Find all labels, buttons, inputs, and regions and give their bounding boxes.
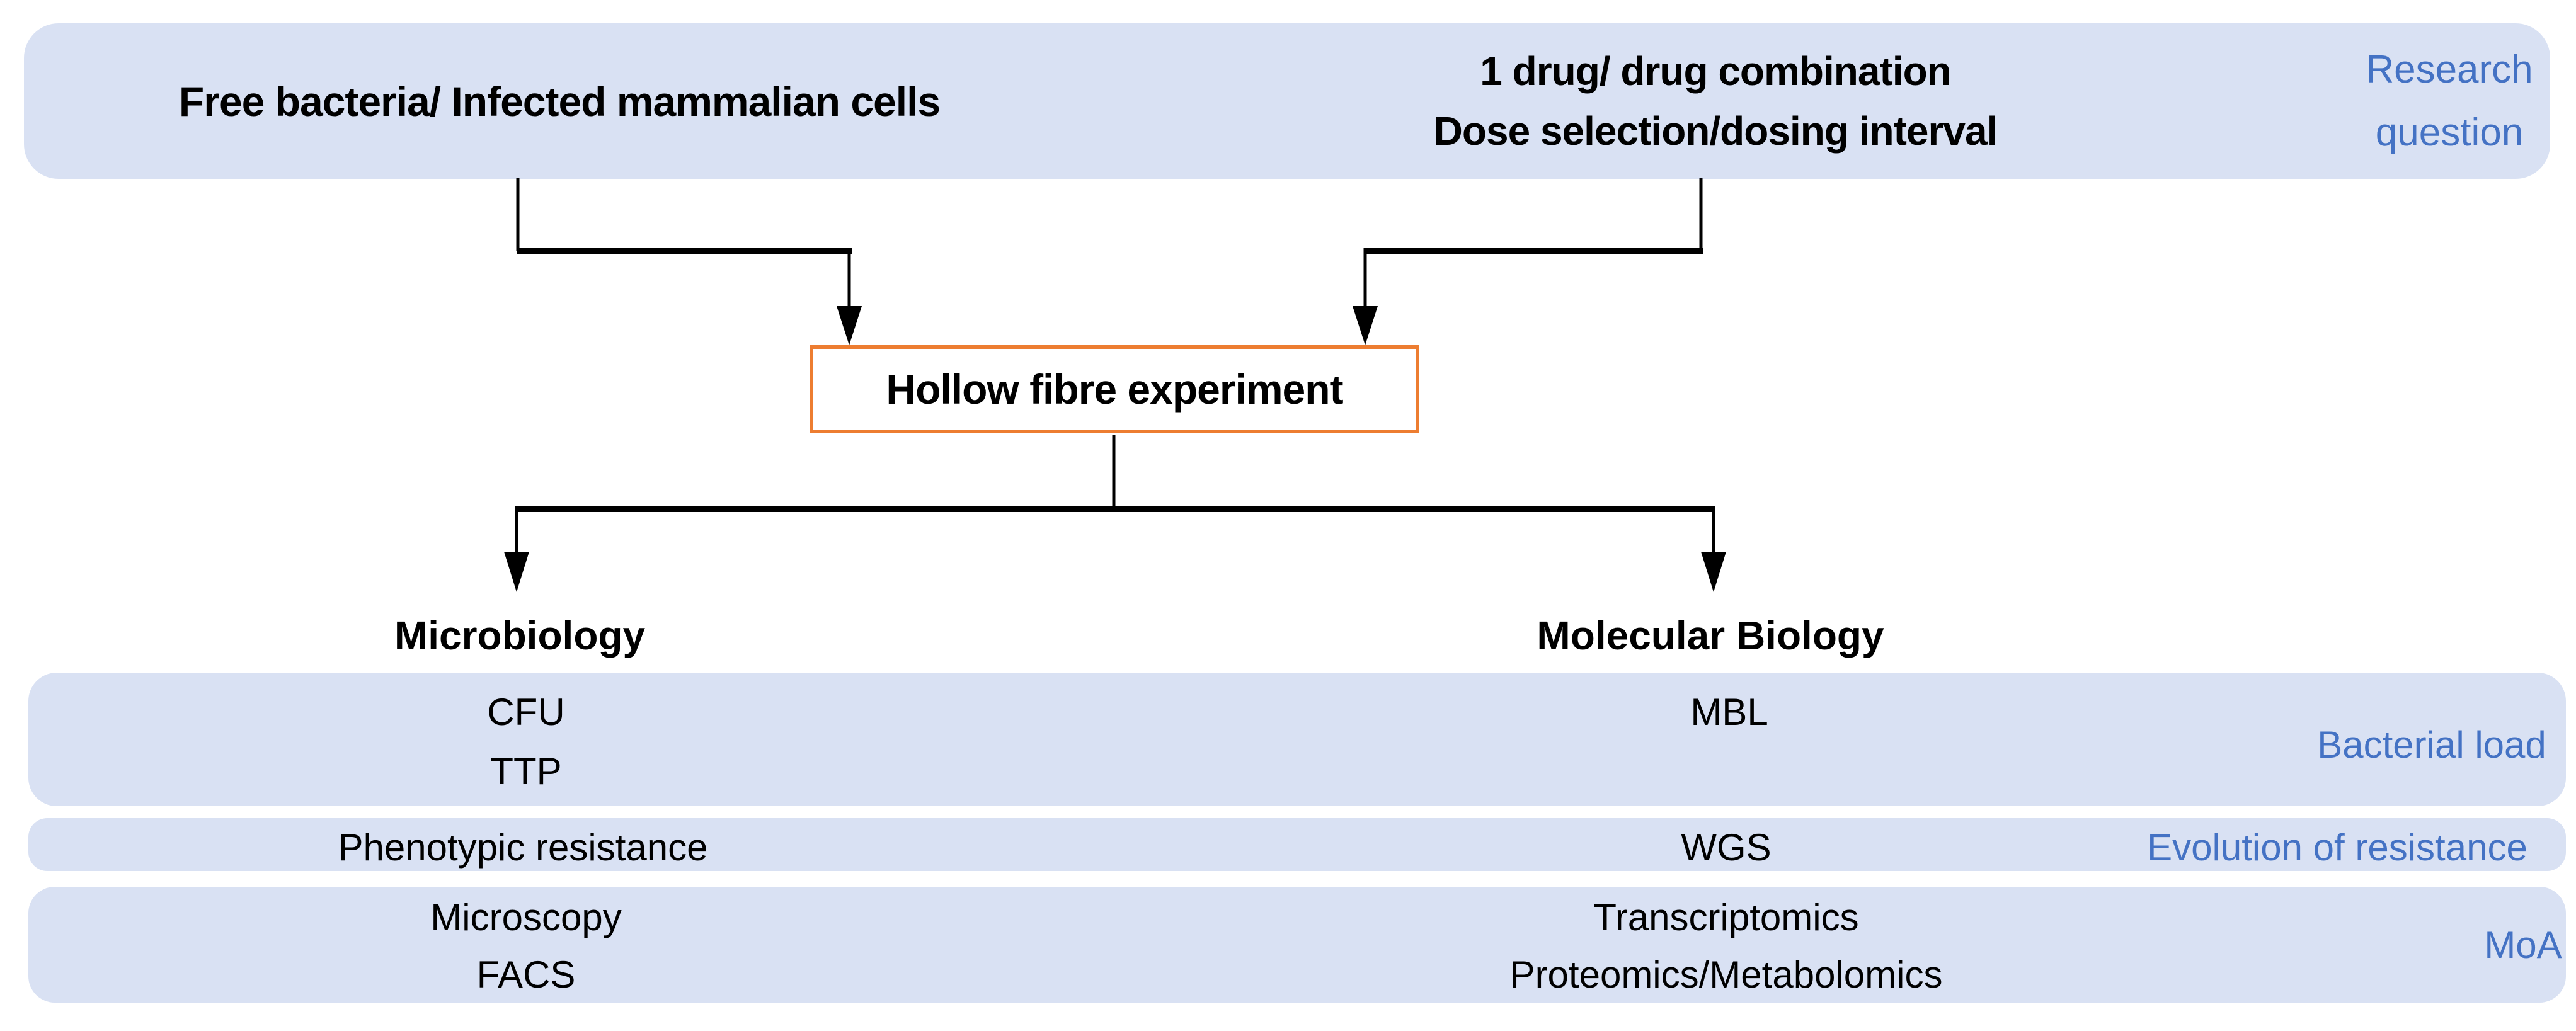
arrowhead-molecular-biology [1701, 552, 1726, 592]
row-label-evolution-of-resistance: Evolution of resistance [2147, 826, 2527, 869]
list-item-phenotypic-resistance: Phenotypic resistance [338, 826, 708, 869]
microbiology-header: Microbiology [394, 613, 646, 658]
arrowhead-left-into-box [837, 306, 862, 345]
list-item-mbl: MBL [1690, 691, 1768, 733]
arrowhead-microbiology [504, 552, 529, 592]
research-question-line2: question [2375, 110, 2524, 154]
row-label-moa: MoA [2484, 924, 2562, 966]
hollow-fibre-experiment-box: Hollow fibre experiment [810, 345, 1419, 433]
list-item-ttp: TTP [490, 750, 562, 792]
list-item-facs: FACS [476, 954, 576, 996]
arrowhead-right-into-box [1353, 306, 1378, 345]
list-item-proteomics-metabolomics: Proteomics/Metabolomics [1509, 954, 1943, 996]
molecular-biology-header: Molecular Biology [1537, 613, 1884, 658]
research-question-label: Research question [2260, 23, 2576, 179]
band-evolution-of-resistance: Phenotypic resistance WGS Evolution of r… [28, 818, 2566, 871]
list-item-cfu: CFU [487, 691, 565, 733]
list-item-transcriptomics: Transcriptomics [1593, 896, 1859, 938]
dose-selection-line: Dose selection/dosing interval [1433, 108, 1998, 154]
band-moa: Microscopy FACS Transcriptomics Proteomi… [28, 887, 2566, 1003]
free-bacteria-text: Free bacteria/ Infected mammalian cells [178, 77, 941, 125]
research-question-line1: Research [2366, 47, 2533, 91]
drug-dose-text: 1 drug/ drug combination Dose selection/… [1347, 23, 2084, 179]
list-item-wgs: WGS [1681, 826, 1772, 869]
drug-combination-line: 1 drug/ drug combination [1480, 48, 1952, 94]
research-question-banner: Free bacteria/ Infected mammalian cells … [24, 23, 2550, 179]
list-item-microscopy: Microscopy [430, 896, 622, 938]
row-label-bacterial-load: Bacterial load [2317, 724, 2546, 766]
band-bacterial-load: CFU TTP MBL Bacterial load [28, 673, 2566, 806]
